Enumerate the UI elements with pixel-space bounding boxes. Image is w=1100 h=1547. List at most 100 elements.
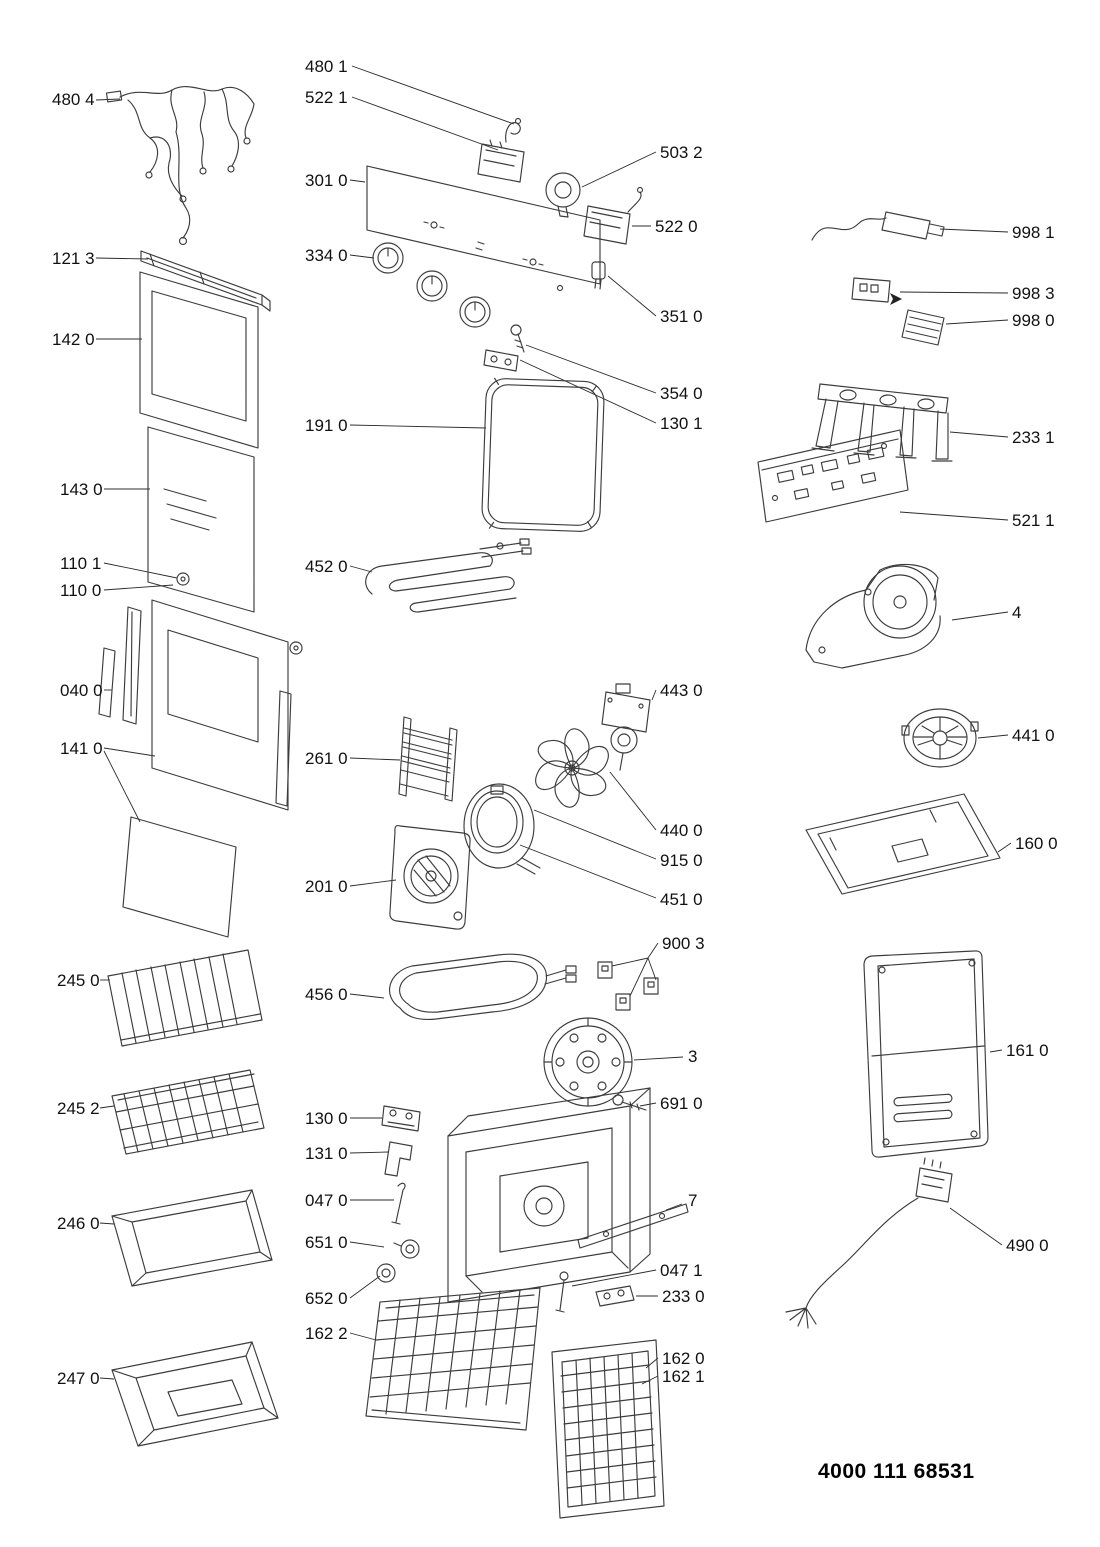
- round-element-451-0-drawing: [463, 783, 541, 875]
- part-label-047-1: 047 1: [660, 1261, 703, 1280]
- door-gasket-191-0-drawing: [481, 377, 605, 532]
- part-label-998-0: 998 0: [1012, 311, 1055, 330]
- thermostat-652-0-drawing: [376, 1263, 396, 1283]
- leader-lines: [95, 65, 1012, 1385]
- base-grid-162-2-drawing: [365, 1287, 541, 1431]
- mounting-frame-233-1-drawing: [811, 383, 953, 462]
- document-number: 4000 111 68531: [818, 1460, 975, 1483]
- part-label-301-0: 301 0: [305, 171, 348, 190]
- rod-047-1-drawing: [555, 1271, 569, 1313]
- part-label-354-0: 354 0: [660, 384, 703, 403]
- part-label-130-0: 130 0: [305, 1109, 348, 1128]
- part-label-246-0: 246 0: [57, 1214, 100, 1233]
- part-label-162-1: 162 1: [662, 1367, 705, 1386]
- baking-tray-246-0-drawing: [111, 1189, 273, 1287]
- control-panel-301-0-drawing: [366, 165, 601, 292]
- part-label-161-0: 161 0: [1006, 1041, 1049, 1060]
- grid-shelf-245-2-drawing: [111, 1069, 265, 1155]
- wire-shelf-245-0-drawing: [107, 949, 263, 1047]
- bracket-233-0-drawing: [595, 1285, 635, 1307]
- part-label-351-0: 351 0: [660, 307, 703, 326]
- part-label-456-0: 456 0: [305, 985, 348, 1004]
- part-label-441-0: 441 0: [1012, 726, 1055, 745]
- part-label-334-0: 334 0: [305, 246, 348, 265]
- hinge-pin-110-drawing: [176, 572, 190, 586]
- grill-element-452-0-drawing: [365, 538, 532, 613]
- bottom-panel-160-0-drawing: [805, 793, 1001, 895]
- part-label-652-0: 652 0: [305, 1289, 348, 1308]
- part-label-3: 3: [688, 1047, 698, 1066]
- part-label-040-0: 040 0: [60, 681, 103, 700]
- motor-mount-3-drawing: [543, 1017, 633, 1107]
- part-label-522-1: 522 1: [305, 88, 348, 107]
- rod-047-0-drawing: [391, 1182, 406, 1225]
- part-label-480-4: 480 4: [52, 90, 95, 109]
- bracket-131-0-drawing: [384, 1141, 413, 1177]
- part-label-201-0: 201 0: [305, 877, 348, 896]
- part-label-7: 7: [688, 1191, 698, 1210]
- part-label-443-0: 443 0: [660, 681, 703, 700]
- part-label-480-1: 480 1: [305, 57, 348, 76]
- part-label-451-0: 451 0: [660, 890, 703, 909]
- mains-cable-998-1-drawing: [811, 211, 945, 241]
- fan-motor-443-0-drawing: [601, 683, 651, 771]
- button-354-0-drawing: [510, 324, 525, 353]
- part-label-522-0: 522 0: [655, 217, 698, 236]
- power-cord-490-0-drawing: [785, 1157, 953, 1329]
- part-label-162-2: 162 2: [305, 1324, 348, 1343]
- inner-door-assembly-040-141-drawing: [98, 599, 303, 811]
- thermostat-651-0-drawing: [393, 1239, 420, 1259]
- door-trim-121-3-drawing: [140, 250, 271, 312]
- part-label-521-1: 521 1: [1012, 511, 1055, 530]
- back-grid-162-0-drawing: [551, 1339, 665, 1519]
- terminal-cover-998-3-drawing: [851, 277, 902, 305]
- part-label-245-2: 245 2: [57, 1099, 100, 1118]
- cable-clamps-900-3-drawing: [597, 961, 659, 1011]
- part-label-131-0: 131 0: [305, 1144, 348, 1163]
- part-label-143-0: 143 0: [60, 480, 103, 499]
- part-label-998-3: 998 3: [1012, 284, 1055, 303]
- wiring-harness-480-4-drawing: [105, 86, 255, 246]
- part-label-691-0: 691 0: [660, 1094, 703, 1113]
- fan-blade-440-0-drawing: [535, 728, 609, 808]
- part-label-160-0: 160 0: [1015, 834, 1058, 853]
- part-label-233-0: 233 0: [662, 1287, 705, 1306]
- control-knobs-334-0-drawing: [372, 242, 491, 328]
- part-label-245-0: 245 0: [57, 971, 100, 990]
- selector-switch-522-1-drawing: [477, 117, 525, 183]
- part-label-233-1: 233 1: [1012, 428, 1055, 447]
- part-label-110-1: 110 1: [60, 554, 102, 573]
- part-label-047-0: 047 0: [305, 1191, 348, 1210]
- terminal-block-998-0-drawing: [901, 309, 945, 346]
- part-label-4: 4: [1012, 603, 1022, 622]
- thermostat-bulb-351-0-drawing: [591, 261, 606, 290]
- door-glass-panel-141-drawing: [122, 816, 237, 938]
- part-label-141-0: 141 0: [60, 739, 103, 758]
- pulley-503-2-drawing: [545, 172, 581, 218]
- control-board-521-1-drawing: [757, 429, 909, 523]
- deep-tray-247-0-drawing: [111, 1341, 279, 1447]
- part-label-452-0: 452 0: [305, 557, 348, 576]
- cooling-fan-441-0-drawing: [901, 708, 979, 768]
- back-panel-161-0-drawing: [863, 950, 989, 1158]
- part-label-998-1: 998 1: [1012, 223, 1055, 242]
- part-label-261-0: 261 0: [305, 749, 348, 768]
- part-label-121-3: 121 3: [52, 249, 95, 268]
- fan-cover-201-0-drawing: [389, 825, 471, 930]
- part-label-900-3: 900 3: [662, 934, 705, 953]
- side-rail-7-drawing: [577, 1203, 689, 1249]
- inner-door-glass-143-0-drawing: [147, 426, 255, 613]
- part-label-490-0: 490 0: [1006, 1236, 1049, 1255]
- part-label-651-0: 651 0: [305, 1233, 348, 1252]
- switch-522-0-drawing: [583, 186, 644, 245]
- part-label-440-0: 440 0: [660, 821, 703, 840]
- fan-cowl-4-drawing: [805, 563, 941, 669]
- oven-cavity-drawing: [447, 1087, 651, 1303]
- part-label-110-0: 110 0: [60, 581, 102, 600]
- part-label-162-0: 162 0: [662, 1349, 705, 1368]
- fan-ring-915-0-drawing: [470, 785, 524, 854]
- part-label-191-0: 191 0: [305, 416, 348, 435]
- hinge-lock-130-0-drawing: [381, 1105, 421, 1132]
